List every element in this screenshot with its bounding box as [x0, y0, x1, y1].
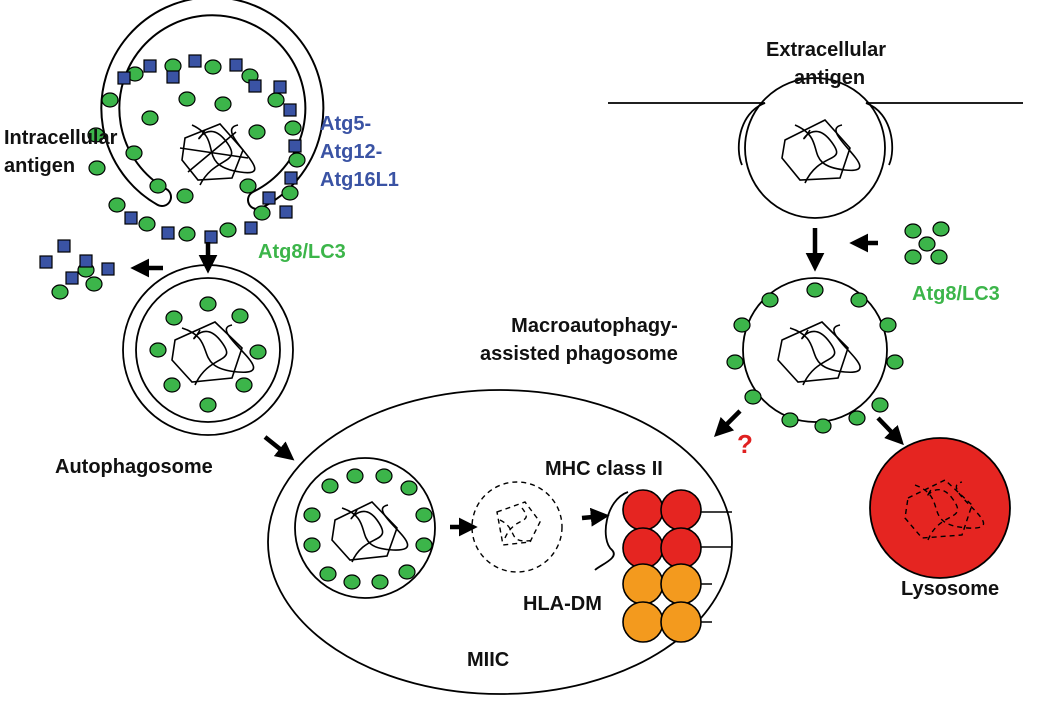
phagosome-cargo-squiggle [777, 321, 861, 386]
atg-complex-line-2: Atg12- [320, 141, 383, 163]
mhc-class-ii-molecules [622, 489, 732, 569]
atg8-lc3-label-left: Atg8/LC3 [258, 241, 346, 263]
arrow-phagosome-to-lysosome [876, 416, 904, 446]
extracellular-antigen-label: Extracellular antigen [766, 36, 886, 92]
autophagosome-cargo-squiggle [171, 321, 255, 386]
atg8-lc3-label-right: Atg8/LC3 [912, 283, 1000, 305]
miic-label: MIIC [467, 649, 510, 671]
miic-autophagosome-cargo [331, 501, 409, 563]
intracellular-antigen-line-2: antigen [4, 155, 76, 177]
atg-complex-label: Atg5- Atg12- Atg16L1 [320, 110, 399, 194]
macroautophagy-line-2: assisted phagosome [480, 343, 678, 365]
phagophore-cargo-squiggle [179, 123, 256, 186]
plasma-membrane [608, 77, 1023, 219]
process-arrows [130, 228, 904, 537]
macroautophagy-phagosome-label: Macroautophagy- assisted phagosome [480, 312, 678, 368]
arrow-to-mhc-loading [581, 507, 610, 527]
extracellular-antigen-line-2: antigen [794, 67, 866, 89]
extracellular-antigen-line-1: Extracellular [766, 39, 887, 61]
question-mark: ? [737, 429, 753, 459]
hla-dm-molecules [622, 563, 712, 643]
hla-dm-label: HLA-DM [523, 593, 602, 615]
extracellular-cargo-squiggle [781, 119, 861, 184]
atg-complex-squares [39, 54, 302, 285]
mhc-class-ii-label: MHC class II [545, 458, 663, 480]
intracellular-antigen-label: Intracellular antigen [4, 124, 117, 180]
mhc-membrane-curve [594, 491, 629, 571]
atg-complex-line-1: Atg5- [320, 113, 372, 135]
miic-compartment [267, 389, 733, 695]
intracellular-antigen-line-1: Intracellular [4, 127, 118, 149]
arrow-phagosome-to-miic [713, 409, 742, 438]
degrading-vesicle [471, 481, 563, 573]
arrow-autophagosome-to-miic [263, 435, 295, 461]
lysosome [869, 437, 1011, 579]
phagophore [100, 0, 325, 210]
macroautophagy-phagosome [742, 277, 888, 423]
miic-autophagosome [294, 457, 436, 599]
macroautophagy-line-1: Macroautophagy- [511, 315, 678, 337]
autophagosome-label: Autophagosome [55, 456, 213, 478]
atg-complex-line-3: Atg16L1 [320, 169, 399, 191]
lysosome-label: Lysosome [901, 578, 1000, 600]
